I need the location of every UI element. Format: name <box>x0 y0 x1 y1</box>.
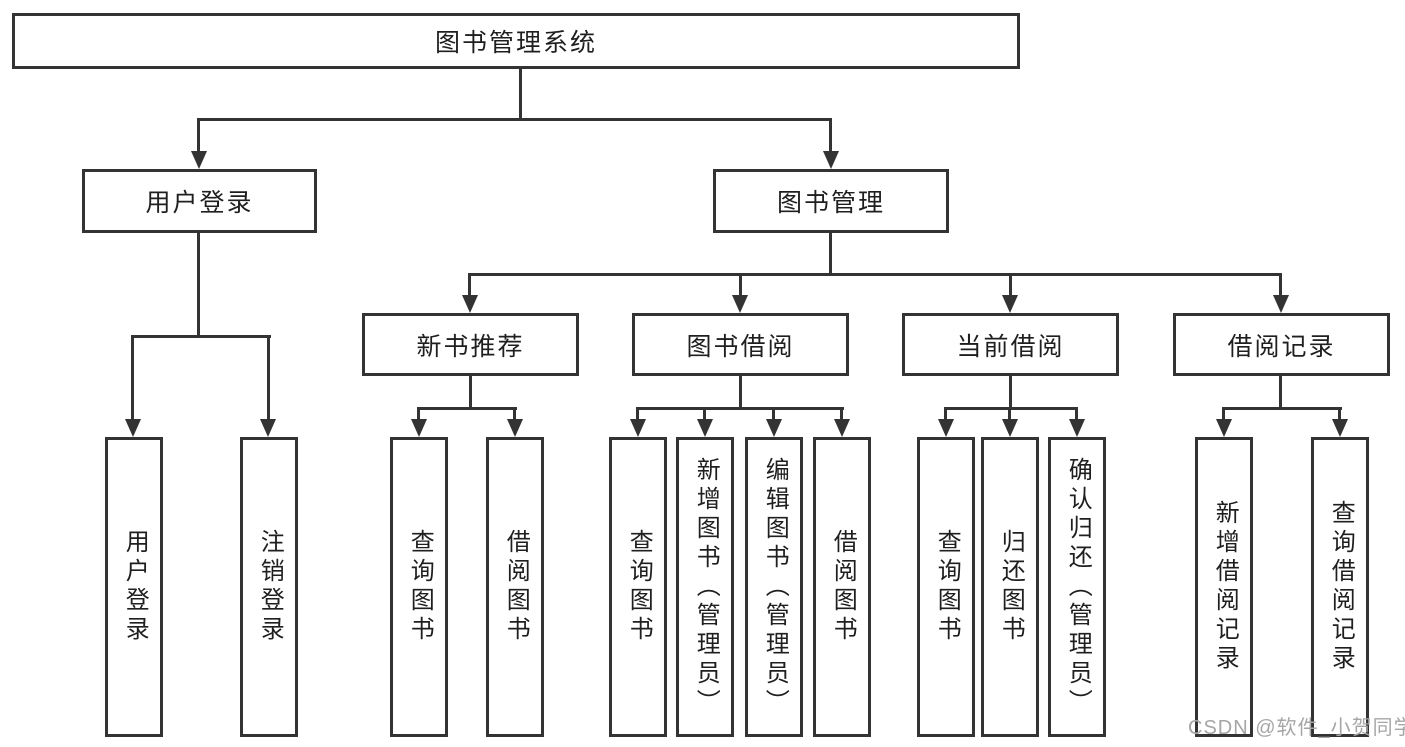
connector-line <box>1338 407 1341 419</box>
connector-line <box>197 118 200 154</box>
node-label: 新书推荐 <box>416 332 525 361</box>
connector-line <box>636 407 639 419</box>
node-label: 当前借阅 <box>956 332 1065 361</box>
leaf-label: 查询图书 <box>625 529 653 645</box>
leaf-query-books-recommend: 查询图书 <box>390 437 448 737</box>
leaf-confirm-return-admin: 确认归还（管理员） <box>1048 437 1106 737</box>
leaf-label: 新增借阅记录 <box>1211 500 1239 674</box>
connector-line <box>267 335 270 421</box>
arrow-down-icon <box>732 295 748 313</box>
connector-line <box>703 407 706 419</box>
connector-line <box>131 335 134 421</box>
leaf-query-books-current: 查询图书 <box>917 437 975 737</box>
connector-line <box>944 407 1078 410</box>
watermark: CSDN @软件_小贺同学 <box>1188 717 1405 739</box>
connector-line <box>1009 376 1012 407</box>
connector-line <box>1009 273 1012 297</box>
arrow-down-icon <box>766 419 782 437</box>
connector-line <box>1008 407 1011 419</box>
arrow-down-icon <box>411 419 427 437</box>
connector-line <box>829 118 832 154</box>
connector-line <box>513 407 516 419</box>
arrow-down-icon <box>823 151 839 169</box>
node-label: 用户登录 <box>145 189 254 217</box>
arrow-down-icon <box>1273 295 1289 313</box>
connector-line <box>197 233 200 335</box>
arrow-down-icon <box>938 419 954 437</box>
leaf-add-borrow-record: 新增借阅记录 <box>1195 437 1253 737</box>
node-new-book-recommendation: 新书推荐 <box>362 313 579 376</box>
leaf-user-login: 用户登录 <box>105 437 163 737</box>
node-label: 图书借阅 <box>686 332 795 361</box>
node-current-borrowing: 当前借阅 <box>902 313 1119 376</box>
leaf-label: 借阅图书 <box>502 529 530 645</box>
connector-line <box>739 376 742 407</box>
node-library-management-system: 图书管理系统 <box>12 13 1020 69</box>
arrow-down-icon <box>1002 419 1018 437</box>
node-book-borrowing: 图书借阅 <box>632 313 849 376</box>
connector-line <box>1222 407 1225 419</box>
leaf-query-books-borrowing: 查询图书 <box>609 437 667 737</box>
connector-line <box>417 407 517 410</box>
arrow-down-icon <box>462 295 478 313</box>
connector-line <box>417 407 420 419</box>
leaf-label: 确认归还（管理员） <box>1064 456 1092 718</box>
leaf-label: 注销登录 <box>256 529 284 645</box>
connector-line <box>944 407 947 419</box>
leaf-label: 借阅图书 <box>829 529 857 645</box>
connector-line <box>1222 407 1342 410</box>
leaf-logout-login: 注销登录 <box>240 437 298 737</box>
leaf-label: 新增图书（管理员） <box>692 456 720 718</box>
connector-line <box>197 118 832 121</box>
leaf-label: 查询借阅记录 <box>1327 500 1355 674</box>
connector-line <box>739 273 742 297</box>
arrow-down-icon <box>191 151 207 169</box>
node-label: 借阅记录 <box>1227 332 1336 361</box>
arrow-down-icon <box>834 419 850 437</box>
arrow-down-icon <box>125 419 141 437</box>
leaf-label: 编辑图书（管理员） <box>761 456 789 718</box>
arrow-down-icon <box>507 419 523 437</box>
arrow-down-icon <box>1216 419 1232 437</box>
leaf-add-book-admin: 新增图书（管理员） <box>676 437 734 737</box>
connector-line <box>829 233 832 273</box>
connector-line <box>1075 407 1078 419</box>
leaf-query-borrow-record: 查询借阅记录 <box>1311 437 1369 737</box>
leaf-borrow-books-recommend: 借阅图书 <box>486 437 544 737</box>
connector-line <box>468 273 1282 276</box>
connector-line <box>468 273 471 297</box>
connector-line <box>772 407 775 419</box>
connector-line <box>1279 376 1282 407</box>
connector-line <box>519 69 522 118</box>
node-label: 图书管理 <box>776 189 885 217</box>
arrow-down-icon <box>630 419 646 437</box>
connector-line <box>469 376 472 407</box>
arrow-down-icon <box>1002 295 1018 313</box>
node-borrowing-records: 借阅记录 <box>1173 313 1390 376</box>
node-book-management: 图书管理 <box>713 169 949 233</box>
leaf-label: 归还图书 <box>997 529 1025 645</box>
leaf-edit-book-admin: 编辑图书（管理员） <box>745 437 803 737</box>
arrow-down-icon <box>1069 419 1085 437</box>
leaf-borrow-books-borrowing: 借阅图书 <box>813 437 871 737</box>
leaf-label: 查询图书 <box>933 529 961 645</box>
node-label: 图书管理系统 <box>434 29 597 57</box>
arrow-down-icon <box>1332 419 1348 437</box>
connector-line <box>131 335 271 338</box>
arrow-down-icon <box>697 419 713 437</box>
connector-line <box>840 407 843 419</box>
connector-line <box>636 407 844 410</box>
leaf-label: 查询图书 <box>406 529 434 645</box>
leaf-label: 用户登录 <box>121 529 149 645</box>
leaf-return-book: 归还图书 <box>981 437 1039 737</box>
node-user-login: 用户登录 <box>82 169 317 233</box>
arrow-down-icon <box>260 419 276 437</box>
connector-line <box>1279 273 1282 297</box>
